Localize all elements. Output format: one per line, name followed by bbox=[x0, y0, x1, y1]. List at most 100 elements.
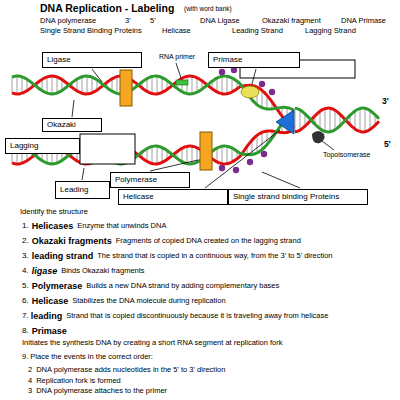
base-pair-rung bbox=[295, 108, 296, 132]
base-pair-rung bbox=[192, 76, 193, 94]
answer-text: Okazaki fragments bbox=[32, 236, 112, 246]
worksheet-text: 2 bbox=[28, 366, 32, 375]
word-bank-term: DNA Primase bbox=[341, 17, 386, 26]
item-number: 7. bbox=[22, 311, 29, 320]
base-pair-rung bbox=[370, 110, 371, 129]
worksheet-text: DNA polymerase adds nucleotides in the 5… bbox=[36, 366, 225, 375]
base-pair-rung bbox=[152, 146, 153, 163]
answer-text: ligase bbox=[32, 266, 58, 276]
ssb-dot bbox=[259, 81, 265, 87]
ssb-dot bbox=[261, 151, 267, 157]
leader-line bbox=[92, 69, 102, 82]
base-pair-rung bbox=[380, 119, 381, 120]
label-box: Leading bbox=[55, 181, 110, 199]
page-title: DNA Replication - Labeling bbox=[40, 2, 174, 14]
word-bank-term: Lagging Strand bbox=[305, 27, 356, 36]
base-pair-rung bbox=[217, 78, 218, 92]
base-pair-rung bbox=[232, 148, 233, 162]
base-pair-rung bbox=[262, 90, 263, 107]
label-box: Helicase bbox=[118, 189, 228, 205]
box-label: Ligase bbox=[47, 56, 71, 65]
answer-text: Helicase bbox=[32, 296, 69, 306]
diagram-label: Topoisomerase bbox=[322, 151, 371, 159]
worksheet-text: Binds Okazaki fragments bbox=[61, 267, 144, 276]
base-pair-rung bbox=[57, 77, 58, 93]
word-bank-term: Leading Strand bbox=[232, 27, 283, 36]
base-pair-rung bbox=[182, 148, 183, 161]
item-number: 2. bbox=[22, 236, 29, 245]
worksheet-text: 4 bbox=[28, 377, 32, 386]
base-pair-rung bbox=[17, 76, 18, 94]
base-pair-rung bbox=[330, 108, 331, 132]
worksheet-text: Builds a new DNA strand by adding comple… bbox=[86, 282, 279, 291]
item-number: 4. bbox=[22, 266, 29, 275]
base-pair-rung bbox=[217, 148, 218, 162]
box-label: Primase bbox=[213, 56, 242, 65]
dna-strand bbox=[295, 108, 379, 132]
diagram-label: 3' bbox=[381, 97, 390, 107]
base-pair-rung bbox=[325, 109, 326, 132]
base-pair-rung bbox=[162, 148, 163, 163]
ssb-dot bbox=[269, 89, 275, 95]
word-bank-term: DNA polymerase bbox=[40, 17, 96, 26]
leader-line bbox=[72, 100, 74, 117]
base-pair-rung bbox=[87, 76, 88, 94]
worksheet-text: (with word bank) bbox=[184, 5, 232, 12]
worksheet-text: Enzyme that unwinds DNA bbox=[77, 222, 166, 231]
base-pair-rung bbox=[117, 77, 118, 94]
box-label: Leading bbox=[60, 186, 88, 195]
label-box: Ligase bbox=[42, 52, 142, 68]
box-label: Lagging bbox=[10, 142, 38, 151]
base-pair-rung bbox=[232, 78, 233, 92]
label-box: Lagging bbox=[5, 138, 80, 154]
ssb-dots bbox=[219, 67, 275, 173]
base-pair-rung bbox=[12, 77, 13, 93]
box-label: Helicase bbox=[123, 193, 154, 202]
word-bank-term: DNA Ligase bbox=[200, 17, 240, 26]
item-number: 3. bbox=[22, 251, 29, 260]
worksheet-text: Stabilizes the DNA molecule during repli… bbox=[72, 297, 225, 306]
item-number: 1. bbox=[22, 221, 29, 230]
label-box: Single strand binding Proteins bbox=[228, 189, 368, 205]
leader-line bbox=[205, 130, 280, 188]
leader-line bbox=[150, 160, 198, 171]
base-pair-rung bbox=[187, 146, 188, 163]
item-number: 8. bbox=[22, 326, 29, 335]
answer-text: Primase bbox=[32, 326, 67, 336]
base-pair-rung bbox=[227, 146, 228, 164]
worksheet-text: DNA polymerase attaches to the primer bbox=[36, 387, 167, 396]
base-pair-rung bbox=[22, 77, 23, 93]
word-bank-term: 3' bbox=[125, 17, 131, 26]
leader-line bbox=[82, 168, 84, 180]
polymerase-block bbox=[120, 70, 132, 106]
base-pair-rung bbox=[222, 76, 223, 93]
worksheet-text: Fragments of copied DNA created on the l… bbox=[116, 237, 301, 246]
blank-label-box bbox=[80, 134, 135, 164]
leader-lines bbox=[72, 63, 334, 188]
base-pair-rung bbox=[262, 132, 263, 149]
worksheet-text: Replication fork is formed bbox=[36, 377, 121, 386]
base-pair-rung bbox=[162, 78, 163, 93]
base-pair-rung bbox=[92, 77, 93, 93]
label-box: Polymerase bbox=[110, 172, 190, 188]
base-pair-rung bbox=[257, 135, 258, 153]
leader-line bbox=[262, 172, 300, 188]
label-box: Okazaki bbox=[42, 118, 102, 132]
box-label: Okazaki bbox=[47, 121, 76, 130]
word-bank-term: Single Strand Binding Proteins bbox=[40, 27, 142, 36]
answer-text: Helicases bbox=[32, 221, 74, 231]
base-pair-rung bbox=[157, 146, 158, 164]
worksheet-text: Initiates the synthesis DNA by creating … bbox=[22, 339, 283, 348]
helicase-triangle bbox=[276, 110, 294, 134]
answer-text: leading bbox=[31, 311, 63, 321]
worksheet-text: Strand that is copied discontinuously be… bbox=[66, 312, 328, 321]
diagram-label: 5' bbox=[383, 140, 392, 150]
box-label: Single strand binding Proteins bbox=[233, 193, 339, 202]
primase-shape bbox=[241, 86, 259, 98]
answer-text: leading strand bbox=[32, 251, 94, 261]
base-pair-rung bbox=[157, 76, 158, 94]
base-pair-rung bbox=[355, 111, 356, 129]
base-pair-rung bbox=[47, 77, 48, 93]
base-pair-rung bbox=[222, 146, 223, 163]
